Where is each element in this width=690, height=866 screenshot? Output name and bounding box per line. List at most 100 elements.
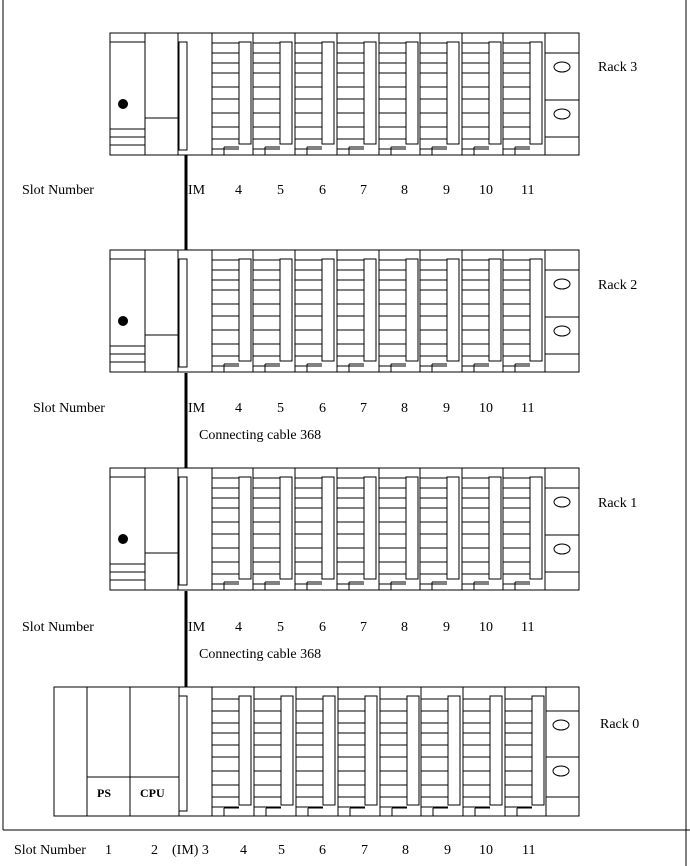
- indicator-dot: [118, 99, 128, 109]
- slot-number: 7: [360, 620, 367, 635]
- io-module-card: [488, 41, 502, 145]
- io-module-card: [279, 258, 293, 362]
- slot-number: 11: [522, 843, 535, 858]
- io-module-card: [405, 41, 419, 145]
- rack-3: Rack 3: [109, 32, 637, 156]
- rack-0: PS CPU Rack 0: [53, 686, 639, 817]
- slot-number: 9: [444, 843, 451, 858]
- io-module-card: [446, 41, 460, 145]
- cable-label: Connecting cable 368: [199, 647, 321, 662]
- io-module-card: [238, 41, 252, 145]
- io-module-card: [447, 695, 461, 806]
- slot-number: 7: [360, 183, 367, 198]
- slot-number: (IM) 3: [172, 843, 209, 858]
- slot-number: 8: [401, 620, 408, 635]
- slot-number: 8: [401, 183, 408, 198]
- rack-outline: [53, 686, 580, 817]
- io-module-card: [321, 41, 335, 145]
- im-module-card: [178, 476, 188, 586]
- slot-number: 10: [479, 620, 493, 635]
- slot-number-label: Slot Number: [33, 401, 105, 416]
- io-module-card: [529, 258, 543, 362]
- slot-number: IM: [188, 620, 206, 635]
- slot-number: 6: [319, 843, 326, 858]
- io-module-card: [529, 476, 543, 580]
- slot-number: 11: [521, 620, 534, 635]
- slot-number: 9: [443, 183, 450, 198]
- io-module-card: [531, 695, 545, 806]
- slot-number: 7: [360, 401, 367, 416]
- terminator-oval: [553, 108, 571, 120]
- rack-label: Rack 3: [598, 60, 637, 75]
- terminator-oval: [552, 719, 570, 731]
- slot-number: 9: [443, 401, 450, 416]
- terminator-oval: [553, 325, 571, 337]
- io-module-card: [322, 695, 336, 806]
- im-module-card: [178, 258, 188, 368]
- slot-number-label: Slot Number: [14, 843, 86, 858]
- slot-number: 9: [443, 620, 450, 635]
- slot-number: 6: [319, 401, 326, 416]
- terminator-oval: [552, 765, 570, 777]
- io-module-card: [280, 695, 294, 806]
- slot-number: 2: [151, 843, 158, 858]
- im-module-card: [178, 41, 188, 151]
- slot-number: 1: [105, 843, 112, 858]
- io-module-card: [279, 476, 293, 580]
- io-module-card: [489, 695, 503, 806]
- slot-numbers-rack-0: 1 2 (IM) 3 4 5 6 7 8 9 10 11: [105, 843, 535, 858]
- io-module-card: [238, 258, 252, 362]
- io-module-card: [238, 695, 252, 806]
- slot-number: 5: [277, 620, 284, 635]
- indicator-dot: [118, 316, 128, 326]
- slot-number: 10: [479, 843, 493, 858]
- io-module-card: [321, 258, 335, 362]
- io-module-card: [363, 476, 377, 580]
- slot-number: 11: [521, 183, 534, 198]
- slot-number: IM: [188, 183, 206, 198]
- rack-2: Rack 2: [109, 249, 637, 373]
- slot-numbers-rack-3: IM 4 5 6 7 8 9 10 11: [188, 183, 534, 198]
- cpu-module-label: CPU: [140, 786, 165, 800]
- slot-number: 6: [319, 620, 326, 635]
- slot-number: IM: [188, 401, 206, 416]
- slot-number: 6: [319, 183, 326, 198]
- io-module-card: [321, 476, 335, 580]
- io-module-card: [238, 476, 252, 580]
- slot-numbers-rack-2: IM 4 5 6 7 8 9 10 11: [188, 401, 534, 416]
- slot-number-label: Slot Number: [22, 183, 94, 198]
- io-module-card: [406, 695, 420, 806]
- rack-outline: [109, 249, 580, 373]
- rack-label: Rack 1: [598, 496, 637, 511]
- slot-number: 7: [361, 843, 368, 858]
- slot-number: 4: [235, 401, 242, 416]
- io-module-card: [446, 476, 460, 580]
- io-module-card: [363, 258, 377, 362]
- ps-module-label: PS: [97, 786, 111, 800]
- slot-number: 4: [235, 183, 242, 198]
- slot-number: 4: [240, 843, 247, 858]
- terminator-oval: [553, 543, 571, 555]
- rack-outline: [109, 467, 580, 591]
- terminator-oval: [553, 61, 571, 73]
- io-module-card: [405, 258, 419, 362]
- slot-number: 11: [521, 401, 534, 416]
- io-module-card: [529, 41, 543, 145]
- terminator-oval: [553, 496, 571, 508]
- slot-number: 10: [479, 401, 493, 416]
- slot-number: 4: [235, 620, 242, 635]
- io-module-card: [488, 258, 502, 362]
- indicator-dot: [118, 534, 128, 544]
- io-module-card: [279, 41, 293, 145]
- im-module-card: [178, 695, 188, 812]
- rack-outline: [109, 32, 580, 156]
- rack-1: Rack 1: [109, 467, 637, 591]
- io-module-card: [364, 695, 378, 806]
- slot-number-label: Slot Number: [22, 620, 94, 635]
- slot-number: 5: [277, 401, 284, 416]
- cable-label: Connecting cable 368: [199, 428, 321, 443]
- io-module-card: [405, 476, 419, 580]
- slot-number: 5: [278, 843, 285, 858]
- io-module-card: [363, 41, 377, 145]
